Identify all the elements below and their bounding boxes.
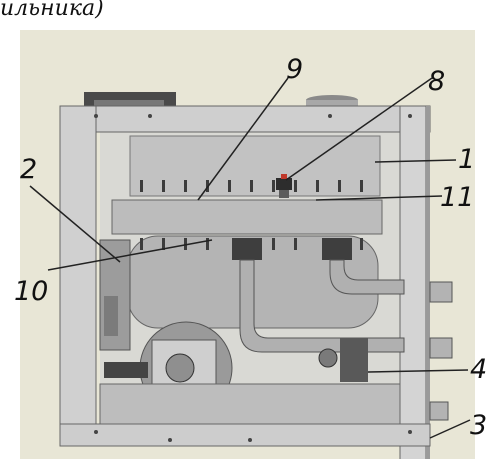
callout-2: 2 xyxy=(20,154,37,185)
callout-3: 3 xyxy=(470,410,487,441)
outlet-stub-middle xyxy=(429,337,453,359)
callout-10: 10 xyxy=(14,276,48,307)
callout-9: 9 xyxy=(286,54,303,85)
callout-1: 1 xyxy=(458,144,475,175)
tank-upper xyxy=(129,135,381,197)
pump-fitting xyxy=(318,348,338,368)
bottom-tray xyxy=(99,383,401,425)
pipe-return xyxy=(239,259,405,353)
pipe-coupling-left xyxy=(232,238,262,260)
callout-11: 11 xyxy=(440,182,474,213)
pipe-coupling-right xyxy=(322,238,352,260)
pump-column-4 xyxy=(340,338,368,382)
gas-valve xyxy=(104,362,148,378)
vent-slots-lower xyxy=(140,238,363,250)
callout-4: 4 xyxy=(470,354,487,385)
outlet-stub-lower xyxy=(429,401,449,421)
frame-bolts xyxy=(94,114,412,442)
sensor-valve-8-base xyxy=(279,190,289,198)
tank-flange xyxy=(111,199,383,235)
flue-outlet-collar xyxy=(306,100,358,108)
vent-slots-upper xyxy=(140,180,363,192)
sensor-valve-8-cap xyxy=(281,174,287,179)
top-block-detail xyxy=(94,100,164,108)
outlet-stub-upper xyxy=(429,281,453,303)
callout-8: 8 xyxy=(428,66,445,97)
burner-port xyxy=(165,353,195,383)
leader-lines xyxy=(29,77,471,439)
frame-right-post-edge xyxy=(426,106,430,459)
control-box-2-panel xyxy=(104,296,118,336)
caption-fragment: ильника) xyxy=(0,0,104,21)
sensor-valve-8 xyxy=(276,178,292,190)
pipe-supply xyxy=(329,259,405,295)
frame-base xyxy=(59,423,431,447)
frame-left-post xyxy=(59,105,97,447)
